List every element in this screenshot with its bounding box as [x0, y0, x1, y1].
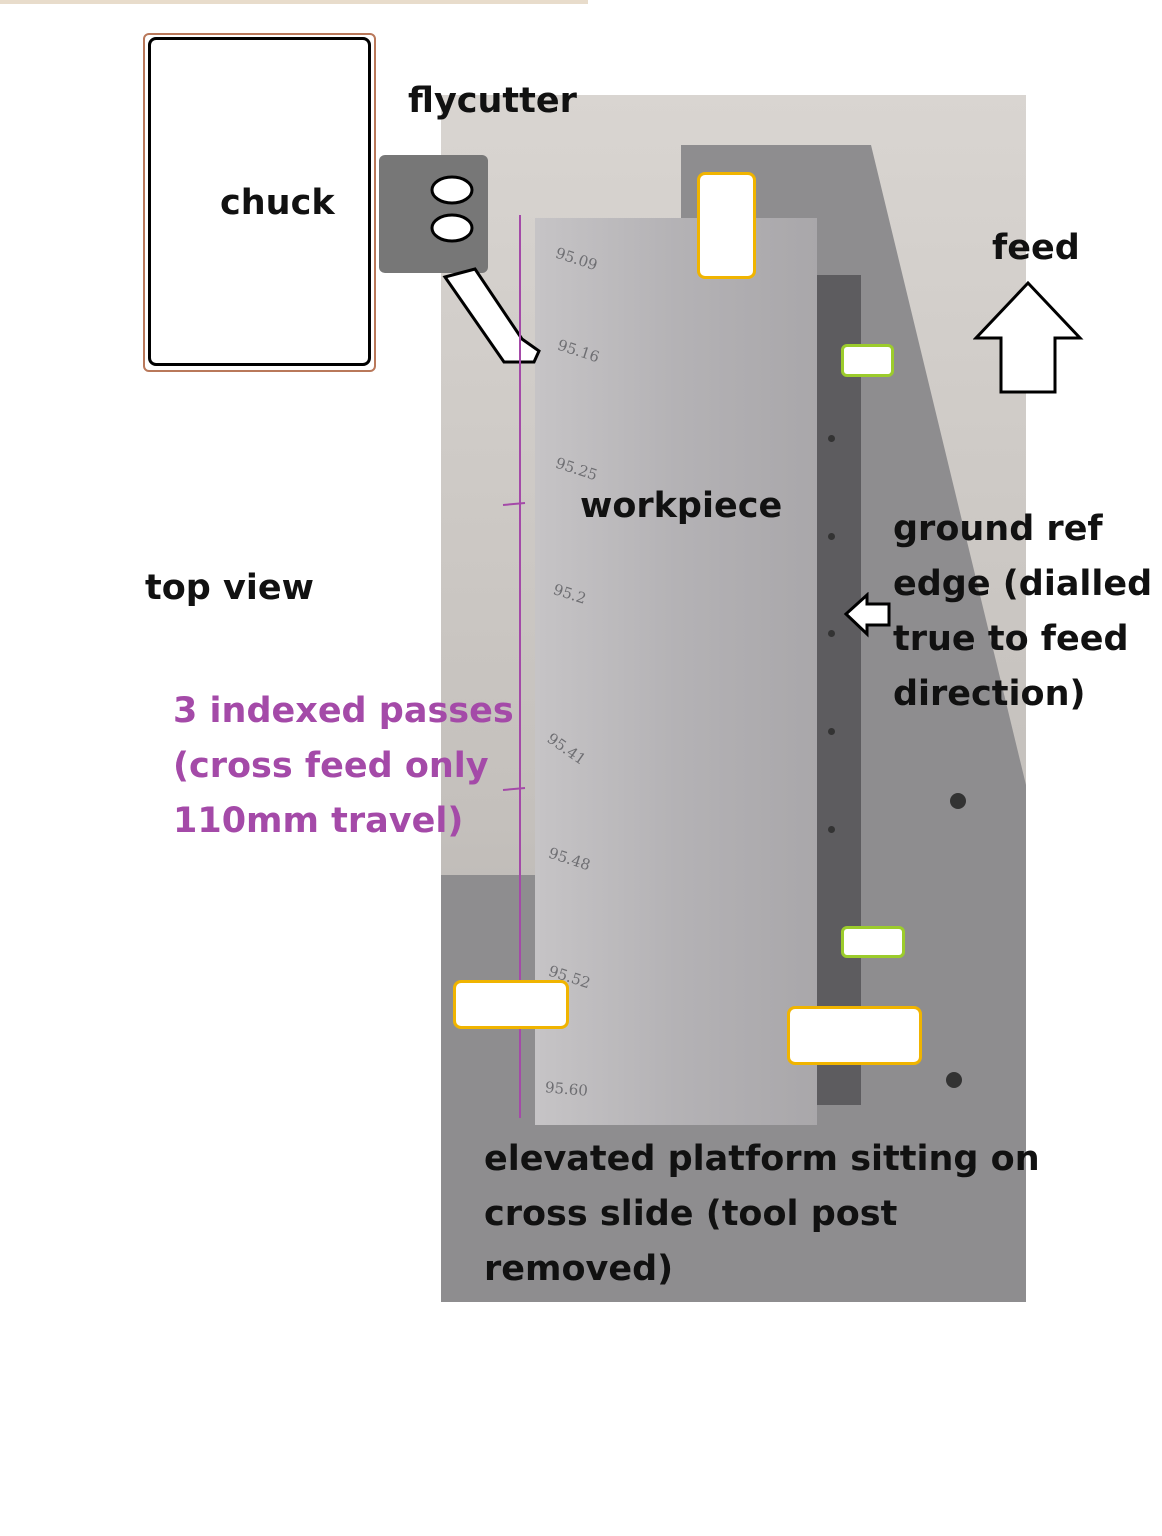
hole: [828, 826, 835, 833]
feed-arrow-icon: [973, 280, 1084, 394]
platform-label: elevated platform sitting on cross slide…: [484, 1139, 1040, 1289]
hole: [828, 435, 835, 442]
workpiece: [535, 218, 817, 1125]
workpiece-label: workpiece: [580, 486, 783, 526]
flycutter-label: flycutter: [408, 81, 577, 121]
chuck-label: chuck: [220, 183, 335, 223]
ref-edge-arrow-icon: [843, 592, 891, 638]
top-view-label: top view: [145, 568, 314, 608]
pass-indicator-line: [502, 215, 526, 1118]
clamp-marker: [697, 172, 756, 279]
hole: [828, 630, 835, 637]
hole: [946, 1072, 962, 1088]
hole: [828, 728, 835, 735]
flycutter-detail: [430, 175, 541, 364]
feed-label: feed: [992, 228, 1080, 268]
hole: [828, 533, 835, 540]
hand-mark: 95.60: [544, 1078, 589, 1100]
chuck: [143, 33, 376, 372]
flycutter-body: [379, 155, 488, 273]
stop-marker: [841, 344, 894, 377]
clamp-marker: [787, 1006, 922, 1065]
passes-label: 3 indexed passes (cross feed only 110mm …: [173, 691, 514, 841]
top-strip: [0, 0, 588, 4]
hole: [950, 793, 966, 809]
stop-marker: [841, 926, 905, 958]
ground-ref-label: ground ref edge (dialled true to feed di…: [893, 509, 1153, 714]
clamp-marker: [453, 980, 569, 1029]
